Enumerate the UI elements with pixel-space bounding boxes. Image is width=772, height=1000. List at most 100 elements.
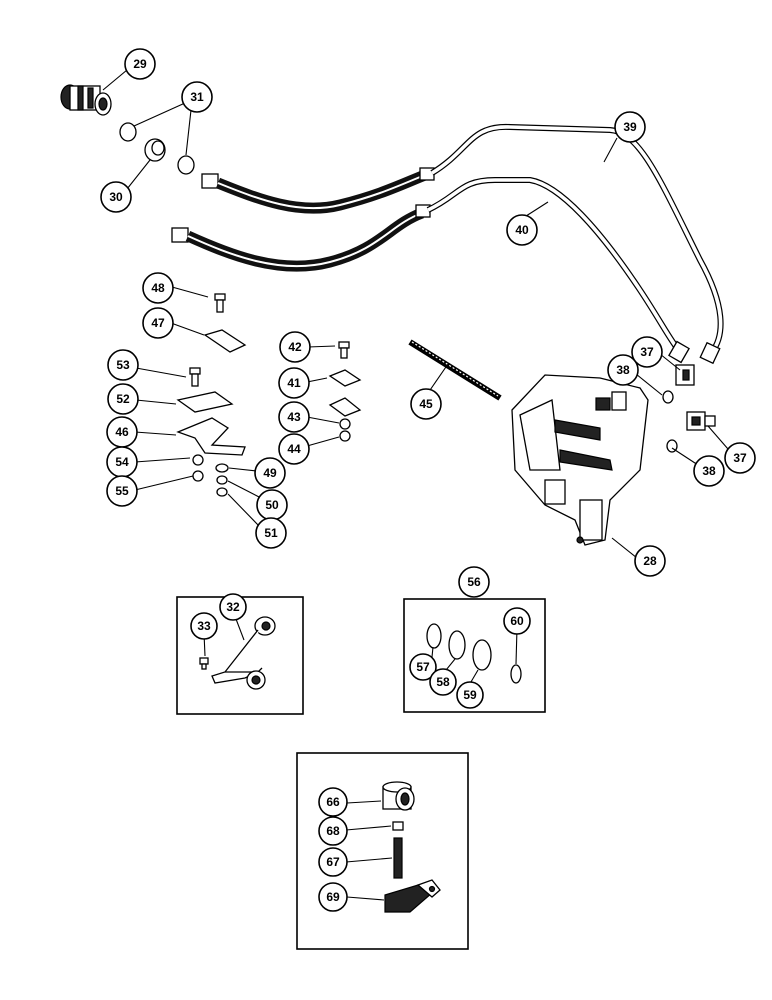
nut-part-43 [339, 418, 351, 430]
callout-67: 67 [318, 847, 348, 877]
callout-52: 52 [107, 383, 139, 415]
callout-49: 49 [254, 457, 286, 489]
fitting-part-37a [675, 364, 695, 386]
bolt-part-48 [214, 293, 226, 313]
callout-47: 47 [142, 307, 174, 339]
callout-39: 39 [614, 111, 646, 143]
svg-text:43: 43 [287, 410, 301, 424]
callout-28: 28 [634, 545, 666, 577]
svg-text:51: 51 [264, 526, 278, 540]
callout-57: 57 [409, 653, 437, 681]
svg-text:52: 52 [116, 392, 130, 406]
callout-53: 53 [107, 349, 139, 381]
ring-part-57 [426, 623, 442, 649]
ring-part-31a [119, 122, 137, 142]
callout-38-upper: 38 [607, 354, 639, 386]
callout-56: 56 [458, 566, 490, 598]
clip-part-41a [328, 369, 362, 387]
washer-part-49 [215, 463, 229, 473]
screw-part-33 [199, 657, 209, 670]
spring-part-67 [393, 837, 403, 879]
callout-66: 66 [318, 787, 348, 817]
lever-part-32 [211, 616, 276, 690]
svg-text:47: 47 [151, 316, 165, 330]
svg-text:38: 38 [616, 363, 630, 377]
leader-lines [102, 69, 729, 901]
svg-text:68: 68 [326, 824, 340, 838]
callout-30: 30 [100, 181, 132, 213]
svg-text:59: 59 [463, 688, 477, 702]
fitting-part-37b [686, 411, 716, 431]
svg-text:28: 28 [643, 554, 657, 568]
nut-part-44 [339, 430, 351, 442]
bracket-part-46 [176, 417, 246, 456]
callout-40: 40 [506, 214, 538, 246]
svg-text:48: 48 [151, 281, 165, 295]
plate-part-52 [176, 391, 234, 413]
callout-55: 55 [106, 475, 138, 507]
callout-41: 41 [278, 367, 310, 399]
svg-text:49: 49 [263, 466, 277, 480]
svg-text:57: 57 [416, 660, 430, 674]
callout-68: 68 [318, 816, 348, 846]
clip-part-47 [203, 329, 247, 353]
svg-text:39: 39 [623, 120, 637, 134]
callout-37-lower: 37 [724, 442, 756, 474]
callout-59: 59 [456, 681, 484, 709]
svg-text:55: 55 [115, 484, 129, 498]
ring-part-59 [472, 639, 492, 671]
svg-text:45: 45 [419, 397, 433, 411]
pad-part-69 [384, 879, 441, 913]
callout-33: 33 [190, 612, 218, 640]
svg-text:69: 69 [326, 890, 340, 904]
svg-text:32: 32 [226, 600, 240, 614]
svg-text:66: 66 [326, 795, 340, 809]
rod-part-45 [408, 339, 502, 401]
callout-43: 43 [278, 401, 310, 433]
nut-part-54 [192, 454, 204, 466]
clip-part-41b [328, 397, 362, 417]
callout-54: 54 [106, 446, 138, 478]
callout-44: 44 [278, 433, 310, 465]
svg-text:58: 58 [436, 675, 450, 689]
ring-part-38a [662, 390, 674, 404]
callout-38-lower: 38 [693, 455, 725, 487]
svg-text:31: 31 [190, 90, 204, 104]
callout-50: 50 [256, 489, 288, 521]
svg-text:37: 37 [640, 345, 654, 359]
svg-text:40: 40 [515, 223, 529, 237]
svg-text:60: 60 [510, 614, 524, 628]
svg-text:46: 46 [115, 425, 129, 439]
inset-box-seal-kit [403, 598, 546, 713]
callout-48: 48 [142, 272, 174, 304]
callout-42: 42 [279, 331, 311, 363]
callout-31: 31 [181, 81, 213, 113]
washer-part-50 [216, 475, 228, 485]
ring-part-60 [510, 664, 522, 684]
bolt-part-42 [338, 341, 350, 359]
hose-assembly-39 [201, 123, 724, 365]
svg-text:42: 42 [288, 340, 302, 354]
callout-69: 69 [318, 882, 348, 912]
control-valve-part-28 [511, 374, 649, 546]
ring-part-58 [448, 630, 466, 660]
inset-box-pin-kit [296, 752, 469, 950]
svg-text:30: 30 [109, 190, 123, 204]
callout-58: 58 [429, 668, 457, 696]
callout-45: 45 [410, 388, 442, 420]
callout-51: 51 [255, 517, 287, 549]
svg-text:41: 41 [287, 376, 301, 390]
svg-text:53: 53 [116, 358, 130, 372]
coupler-part-29 [60, 84, 112, 116]
svg-text:29: 29 [133, 57, 147, 71]
callout-60: 60 [503, 607, 531, 635]
hose-assembly-40 [171, 177, 690, 364]
callout-46: 46 [106, 416, 138, 448]
svg-text:37: 37 [733, 451, 747, 465]
svg-text:54: 54 [115, 455, 129, 469]
seal-part-30 [144, 138, 166, 162]
svg-text:38: 38 [702, 464, 716, 478]
svg-text:33: 33 [197, 619, 211, 633]
washer-part-51 [216, 487, 228, 497]
